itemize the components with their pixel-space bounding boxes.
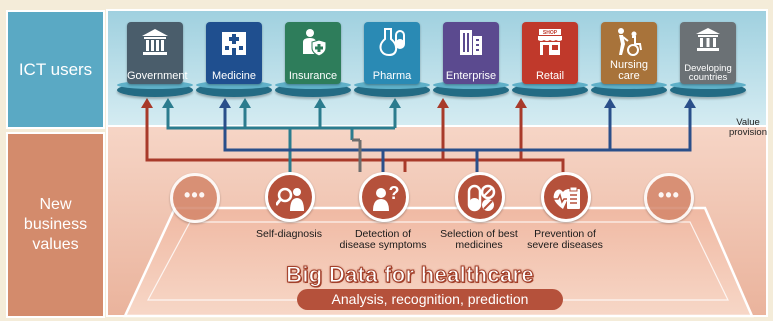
user-label-government: Government xyxy=(127,70,188,82)
big-data-platform-inner xyxy=(146,221,729,301)
user-label-developing-countries-text: Developing countries xyxy=(684,63,732,83)
grey-connector-lines xyxy=(352,138,362,172)
new-business-values-label-line-2: business xyxy=(23,216,88,233)
user-tile-nursing-care: Nursing care xyxy=(601,22,657,84)
more-values-right: ••• xyxy=(644,173,694,223)
new-business-values-label-line-1: New xyxy=(39,196,72,213)
svg-text:?: ? xyxy=(389,183,400,203)
more-values-left: ••• xyxy=(170,173,220,223)
value-provision-line-2: provision xyxy=(728,127,767,138)
stage-top-nursing-care xyxy=(591,81,667,89)
value-text-self-diagnosis: Self-diagnosis xyxy=(256,228,322,240)
value-circle-medicines xyxy=(455,172,505,222)
stage-top-retail xyxy=(512,81,588,89)
stage-top-developing-countries xyxy=(670,81,746,89)
user-tile-insurance: Insurance xyxy=(285,22,341,84)
insurance-shield-icon xyxy=(303,29,327,57)
user-tile-developing-countries: Developing countries xyxy=(680,22,736,84)
user-tile-government: Government xyxy=(127,22,188,84)
big-data-platform xyxy=(123,206,754,318)
ellipsis-right: ••• xyxy=(658,185,680,205)
wheelchair-care-icon xyxy=(618,28,642,56)
teal-arrow-network xyxy=(166,105,397,172)
navy-arrowheads xyxy=(219,98,696,108)
value-text-prevention: Prevention of severe diseases xyxy=(520,229,610,250)
value-provision-label: Value provision xyxy=(729,118,767,138)
new-business-values-section-label: New business values xyxy=(6,132,105,318)
office-buildings-icon xyxy=(460,30,482,55)
shop-icon: SHOP xyxy=(538,29,562,55)
government-building-icon xyxy=(142,29,168,55)
value-circle-detection: ? xyxy=(359,172,409,222)
stage-top-insurance xyxy=(275,81,351,89)
user-label-nursing-care: Nursing care xyxy=(610,59,648,82)
hospital-icon xyxy=(222,32,246,55)
platform-subtitle: Analysis, recognition, prediction xyxy=(297,289,563,310)
stage-top-pharma xyxy=(354,81,430,89)
stage-top-medicine xyxy=(196,81,272,89)
user-label-insurance: Insurance xyxy=(288,70,338,82)
value-circle-self-diagnosis xyxy=(265,172,315,222)
navy-arrow-network xyxy=(223,105,692,172)
pills-icon xyxy=(467,184,496,212)
question-person-icon: ? xyxy=(373,183,400,211)
value-text-detection: Detection of disease symptoms xyxy=(338,229,428,250)
value-text-detection-label: Detection of disease symptoms xyxy=(339,228,427,251)
red-arrowheads xyxy=(141,98,527,108)
user-tile-medicine: Medicine xyxy=(206,22,262,84)
svg-text:SHOP: SHOP xyxy=(543,30,558,36)
heart-clipboard-icon xyxy=(553,186,580,209)
ellipsis-left: ••• xyxy=(184,185,206,205)
pharma-flask-pill-icon xyxy=(379,28,405,57)
value-provision-line-1: Value xyxy=(736,117,760,128)
institution-icon xyxy=(696,28,720,51)
user-label-pharma: Pharma xyxy=(372,70,412,82)
platform-title: Big Data for healthcare xyxy=(286,262,534,288)
user-tile-retail: SHOP Retail xyxy=(522,22,578,84)
stage-top-enterprise xyxy=(433,81,509,89)
ict-users-label: ICT users xyxy=(18,59,93,79)
self-diagnosis-icon xyxy=(276,187,304,211)
value-text-prevention-label: Prevention of severe diseases xyxy=(527,228,603,251)
user-label-enterprise: Enterprise xyxy=(445,70,497,82)
user-tile-pharma: Pharma xyxy=(364,22,420,84)
user-label-retail: Retail xyxy=(535,70,565,82)
value-circle-prevention xyxy=(541,172,591,222)
value-text-medicines: Selection of best medicines xyxy=(434,229,524,250)
user-label-medicine: Medicine xyxy=(211,70,257,82)
user-tile-enterprise: Enterprise xyxy=(443,22,499,84)
teal-arrowheads xyxy=(162,98,401,108)
user-label-developing-countries: Developing countries xyxy=(680,63,736,83)
ict-users-section-label: ICT users xyxy=(6,10,105,129)
new-business-values-label-line-3: values xyxy=(32,236,79,253)
value-text-medicines-label: Selection of best medicines xyxy=(440,228,518,251)
stage-top-government xyxy=(117,81,193,89)
